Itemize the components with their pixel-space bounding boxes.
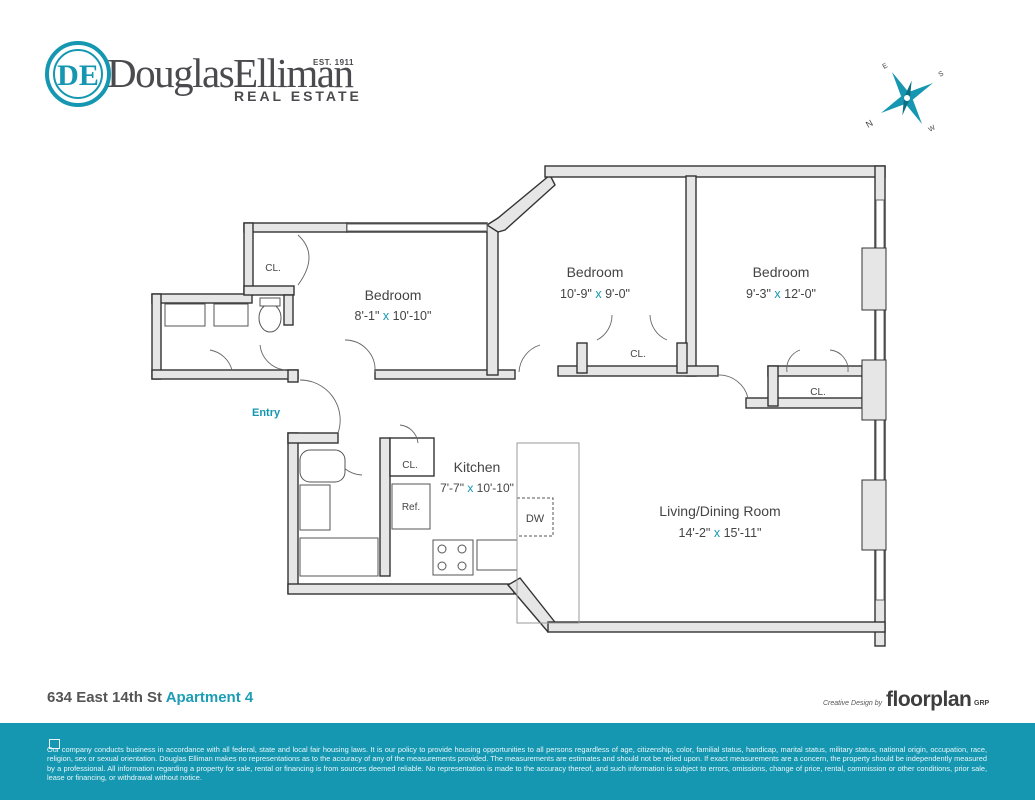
closet-label: CL. (402, 460, 418, 471)
living-room-name: Living/Dining Room (659, 503, 780, 519)
kitchen-name: Kitchen (454, 459, 501, 475)
brand-name: DouglasElliman (107, 50, 354, 96)
room-bedroom-1: Bedroom 8'-1" x 10'-10" (355, 287, 432, 323)
compass-north-label: N (864, 118, 875, 130)
closet-label: CL. (630, 349, 646, 360)
compass-west-label: W (928, 124, 938, 134)
kitchen-dims: 7'-7" x 10'-10" (440, 481, 514, 495)
compass-icon (881, 72, 933, 124)
credit-suffix: GRP (974, 700, 990, 707)
bedroom-3-name: Bedroom (753, 264, 810, 280)
bedroom-1-dims: 8'-1" x 10'-10" (355, 309, 432, 323)
fixtures (164, 297, 580, 624)
footer-bar (0, 723, 1035, 800)
credit-brand: floorplan (886, 688, 972, 711)
equal-housing-icon (49, 739, 60, 749)
logo-initials: DE (57, 59, 99, 92)
dishwasher-label: DW (526, 513, 545, 525)
fridge-label: Ref. (402, 502, 420, 513)
bedroom-2-dims: 10'-9" x 9'-0" (560, 287, 630, 301)
douglas-elliman-logo-mark: DE (45, 41, 111, 107)
legal-disclaimer: Our company conducts business in accorda… (47, 745, 987, 783)
room-kitchen: Kitchen 7'-7" x 10'-10" (440, 459, 514, 495)
room-living-dining: Living/Dining Room 14'-2" x 15'-11" (659, 503, 780, 540)
compass-south-label: S (938, 70, 946, 79)
closet-label: CL. (265, 263, 281, 274)
property-address: 634 East 14th St Apartment 4 (47, 689, 253, 706)
room-bedroom-3: Bedroom 9'-3" x 12'-0" (746, 264, 816, 301)
floor-plan: DE N E S W (45, 41, 946, 647)
address-street: 634 East 14th St (47, 689, 163, 706)
brand-tagline: REAL ESTATE (234, 88, 362, 104)
entry-label: Entry (252, 407, 281, 419)
walls (151, 165, 886, 647)
room-bedroom-2: Bedroom 10'-9" x 9'-0" (560, 264, 630, 301)
bedroom-3-dims: 9'-3" x 12'-0" (746, 287, 816, 301)
bedroom-2-name: Bedroom (567, 264, 624, 280)
address-unit: Apartment 4 (165, 689, 254, 706)
brand-est: EST. 1911 (313, 58, 354, 67)
credit-prefix: Creative Design by (823, 700, 883, 707)
living-room-dims: 14'-2" x 15'-11" (679, 526, 762, 540)
bedroom-1-name: Bedroom (365, 287, 422, 303)
closet-label: CL. (810, 387, 826, 398)
compass-east-label: E (882, 62, 890, 71)
